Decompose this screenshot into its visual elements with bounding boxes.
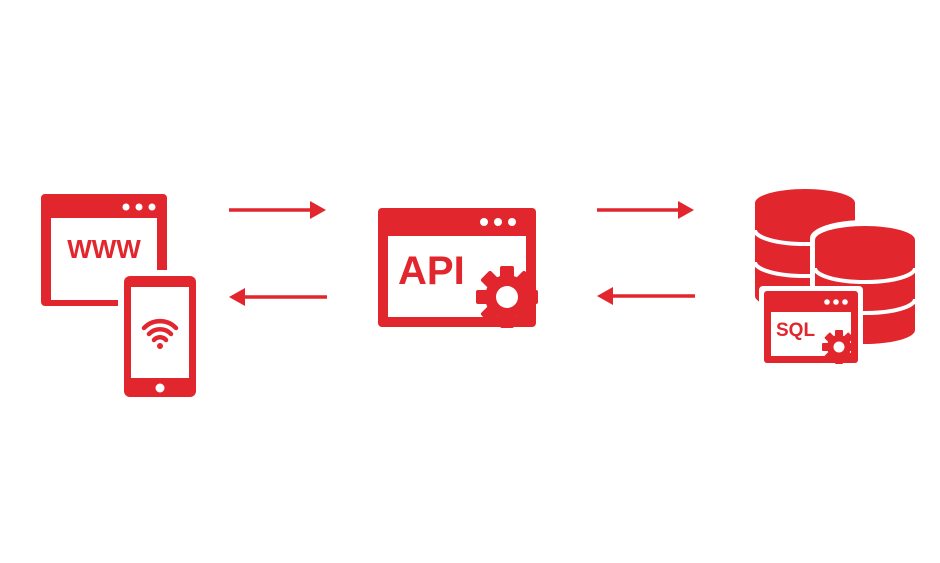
- database-icon: [753, 189, 920, 350]
- api-label: API: [398, 249, 465, 293]
- arrow-request-client-to-api: [229, 201, 326, 219]
- smartphone-icon: [118, 270, 202, 403]
- arrow-request-api-to-db: [597, 201, 694, 219]
- gear-icon: [822, 330, 856, 364]
- browser-label: WWW: [67, 234, 141, 264]
- sql-label: SQL: [776, 320, 815, 341]
- arrow-response-api-to-client: [229, 288, 327, 306]
- gear-icon: [476, 266, 538, 328]
- wifi-icon: [141, 318, 179, 343]
- api-window-icon: API: [378, 208, 536, 327]
- arrow-response-db-to-api: [597, 287, 695, 305]
